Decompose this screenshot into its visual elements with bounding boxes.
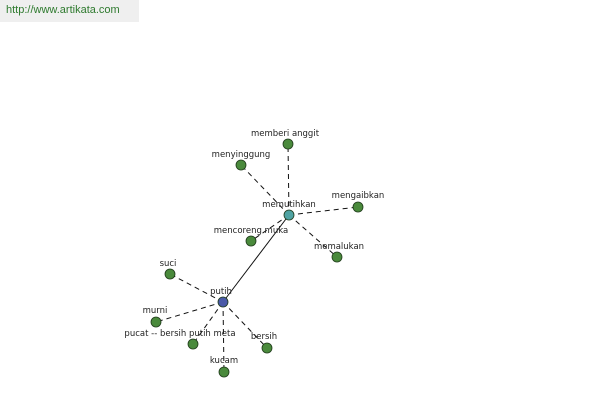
node-label-pucat: pucat -- bersih putih meta [124, 329, 235, 339]
edge-putih-bersih [222, 301, 268, 349]
node-label-memalukan: memalukan [314, 242, 364, 252]
node-label-menyinggung: menyinggung [212, 150, 271, 160]
node-label-putih: putih [210, 287, 232, 297]
labels-layer: putih memutihkan memberi anggit menyinggung… [124, 129, 384, 366]
node-putih[interactable] [217, 296, 229, 308]
node-label-kucam: kucam [210, 356, 238, 366]
edge-putih-suci [169, 273, 224, 303]
node-label-memutihkan: memutihkan [262, 200, 316, 210]
node-mencoreng-muka[interactable] [245, 235, 257, 247]
node-label-suci: suci [160, 259, 177, 269]
edge-putih-kucam [222, 301, 225, 373]
edges-layer [155, 143, 359, 373]
node-pucat[interactable] [187, 338, 199, 350]
nodes-layer [150, 138, 364, 378]
node-mengaibkan[interactable] [352, 201, 364, 213]
node-label-mencoreng-muka: mencoreng muka [214, 226, 288, 236]
node-label-bersih: bersih [251, 332, 277, 342]
node-label-murni: murni [143, 306, 168, 316]
edge-memutihkan-mencoreng_muka [250, 214, 290, 242]
node-kucam[interactable] [218, 366, 230, 378]
node-memberi-anggit[interactable] [282, 138, 294, 150]
node-suci[interactable] [164, 268, 176, 280]
node-menyinggung[interactable] [235, 159, 247, 171]
edge-putih-memutihkan [222, 214, 290, 303]
edge-putih-murni [155, 301, 224, 323]
edge-memutihkan-memalukan [288, 214, 338, 258]
watermark-url[interactable]: http://www.artikata.com [6, 4, 120, 16]
node-memutihkan[interactable] [283, 209, 295, 221]
edge-memutihkan-memberi_anggit [287, 143, 290, 216]
watermark-bar: http://www.artikata.com [0, 0, 139, 22]
edge-memutihkan-mengaibkan [288, 206, 359, 216]
node-label-mengaibkan: mengaibkan [332, 191, 385, 201]
node-memalukan[interactable] [331, 251, 343, 263]
node-label-memberi-anggit: memberi anggit [251, 129, 320, 139]
node-bersih[interactable] [261, 342, 273, 354]
edge-memutihkan-menyinggung [240, 164, 290, 216]
node-murni[interactable] [150, 316, 162, 328]
